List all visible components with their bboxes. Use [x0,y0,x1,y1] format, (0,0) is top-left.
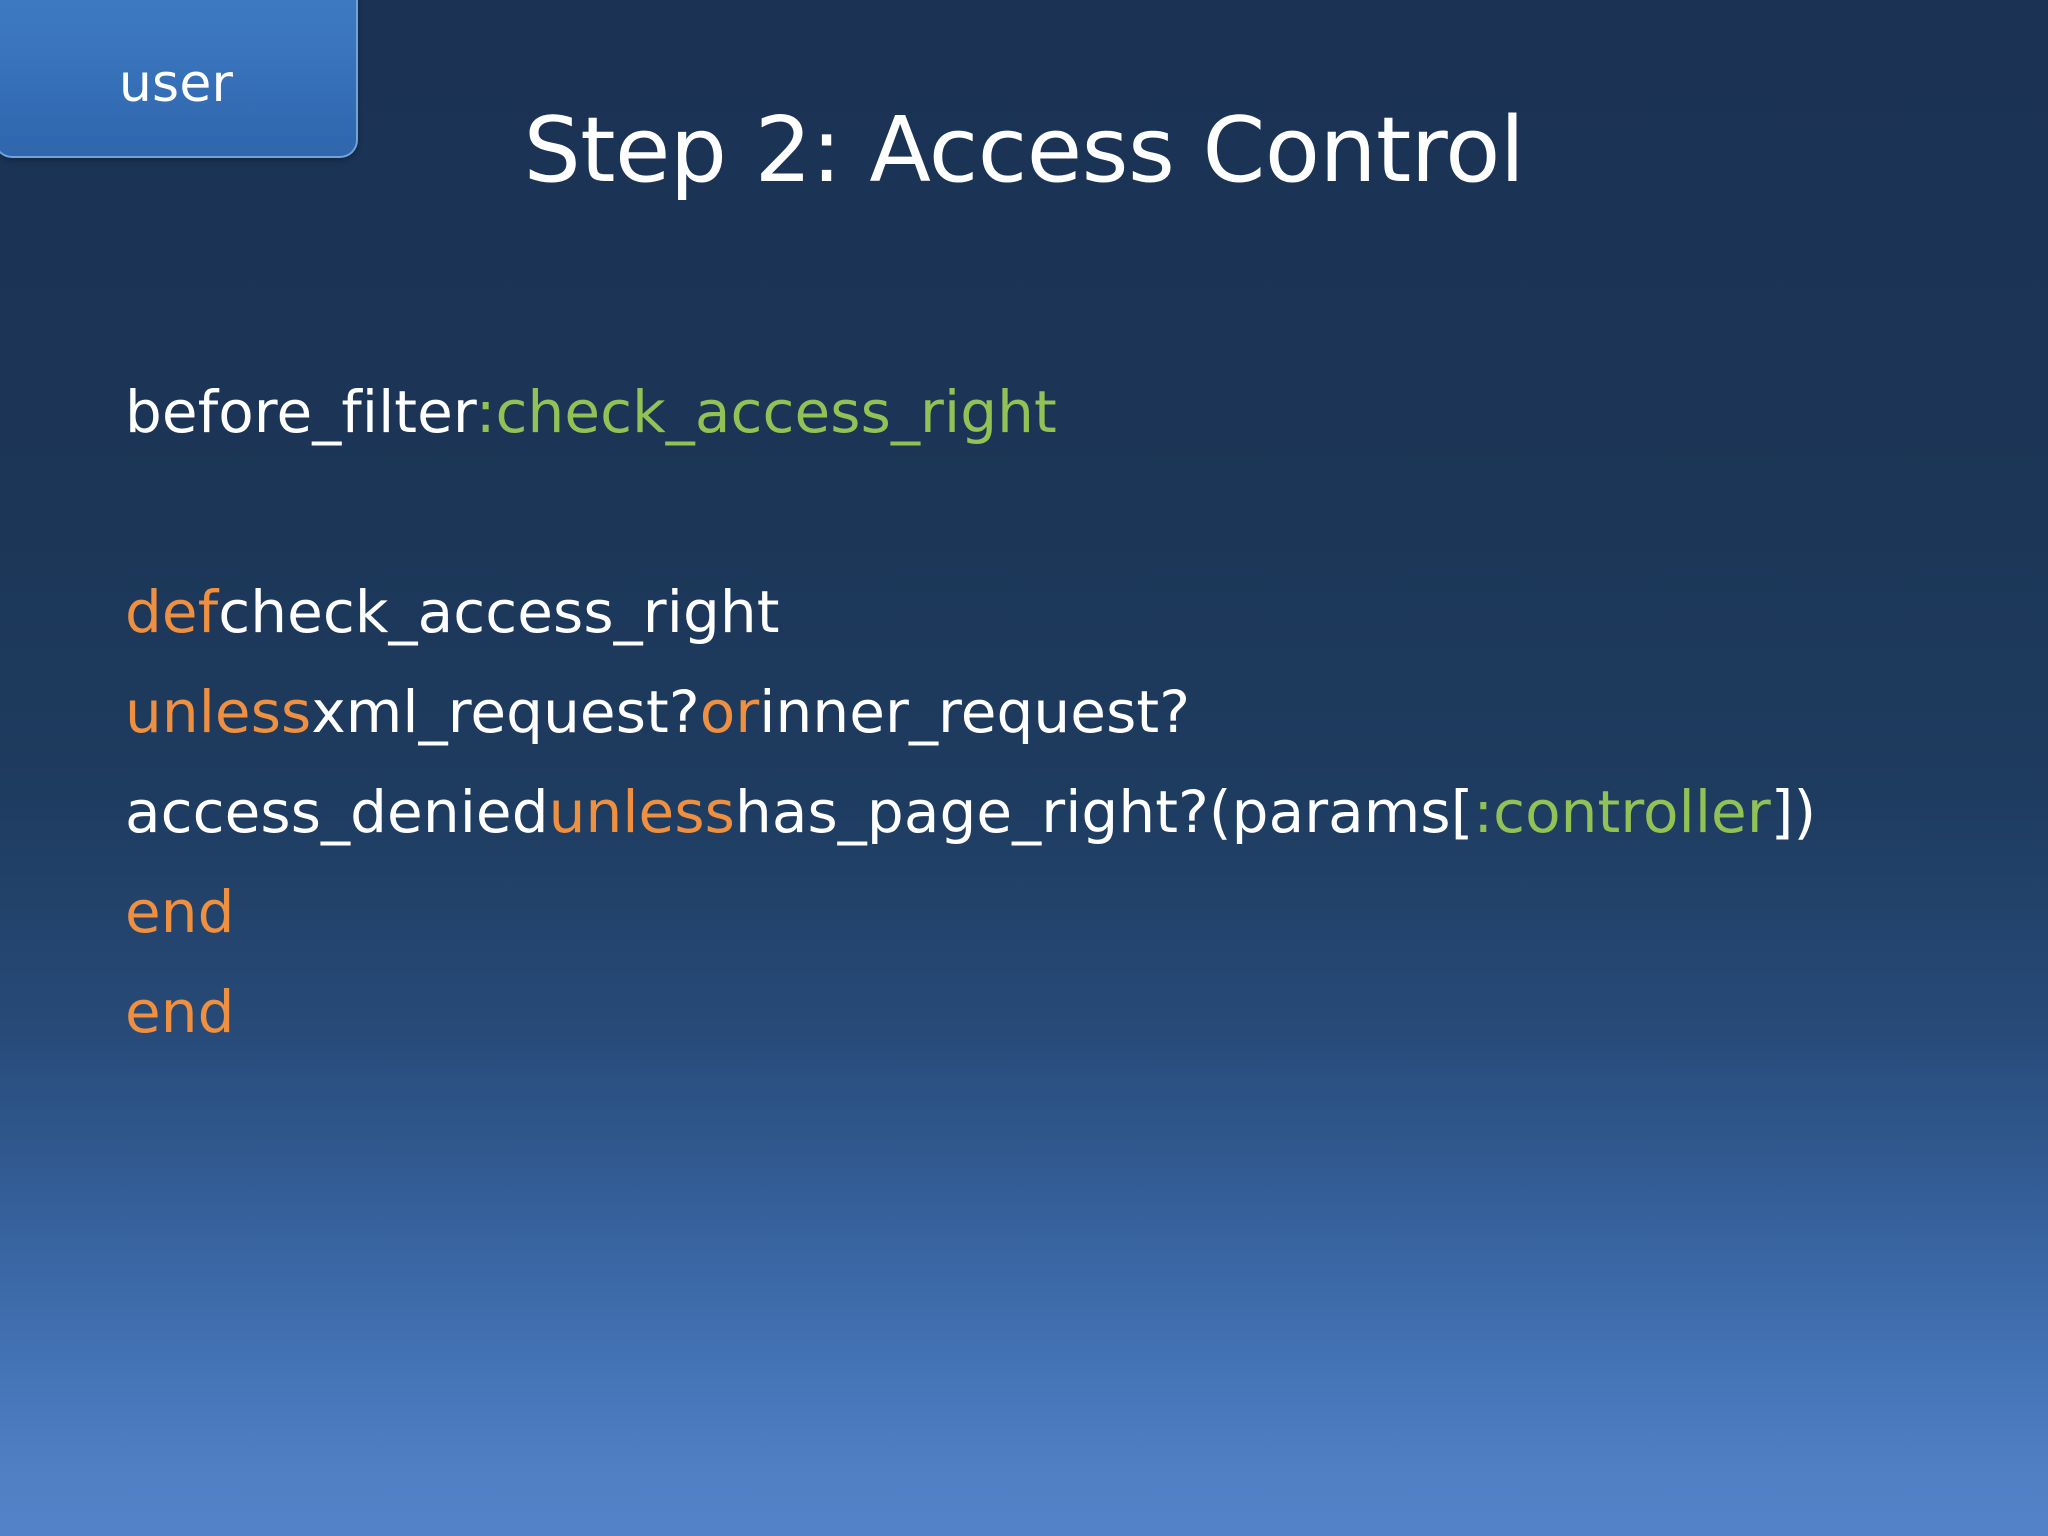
code-line: defcheck_access_right [125,562,1985,662]
slide-title: Step 2: Access Control [523,98,1525,203]
code-token-kw: unless [548,778,735,846]
code-line: access_deniedunlesshas_page_right?(param… [125,762,1985,862]
code-line: unlessxml_request?orinner_request? [125,662,1985,762]
code-token-plain: before_filter [125,378,476,446]
code-token-kw: end [125,978,235,1046]
code-token-plain: access_denied [125,778,549,846]
code-token-plain: ]) [1770,778,1817,846]
code-token-kw: end [125,878,235,946]
code-token-plain: has_page_right?(params[ [734,778,1474,846]
code-line: end [125,862,1985,962]
code-token-sym: :check_access_right [475,378,1057,446]
code-token-plain: xml_request? [311,678,700,746]
code-token-kw: def [125,578,219,646]
code-token-plain: check_access_right [218,578,780,646]
code-token-kw: or [699,678,760,746]
code-line: end [125,962,1985,1062]
code-token-kw: unless [125,678,312,746]
code-token-sym: :controller [1473,778,1771,846]
code-line-blank [125,462,1985,562]
user-badge-label: user [118,54,234,114]
user-badge: user [0,0,358,158]
code-token-plain: inner_request? [759,678,1191,746]
code-line: before_filter:check_access_right [125,362,1985,462]
